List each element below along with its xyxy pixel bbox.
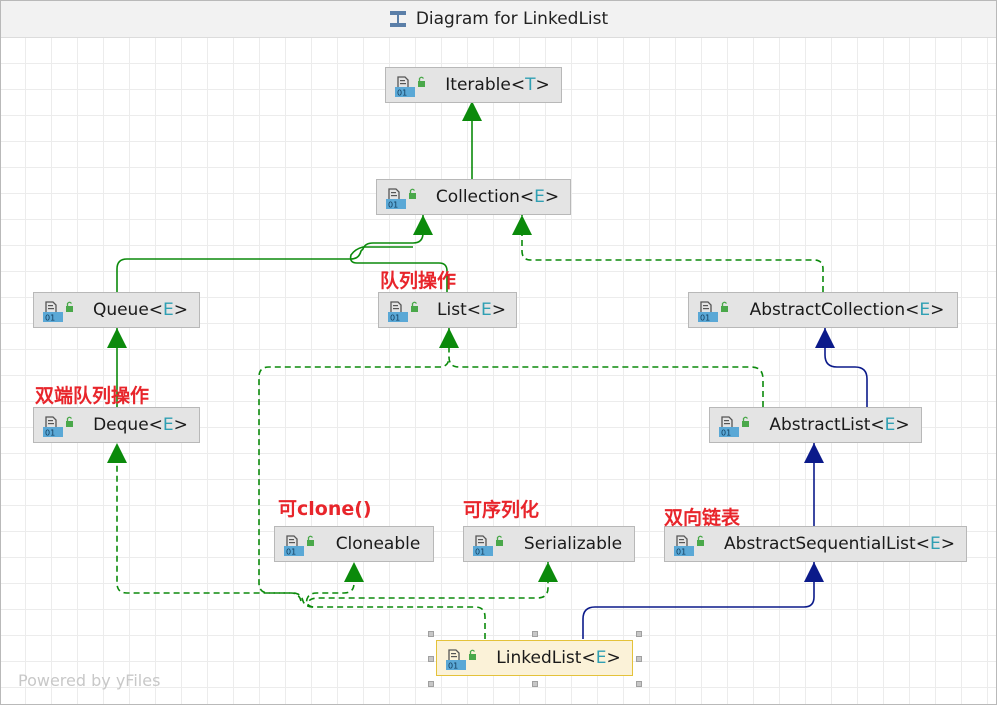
edge-linkedlist-list	[258, 356, 450, 602]
diagram-icon	[389, 10, 407, 28]
interface-icon: 01	[283, 534, 323, 557]
window-title: Diagram for LinkedList	[415, 9, 609, 29]
svg-text:01: 01	[676, 548, 686, 557]
annotation-list: 队列操作	[380, 270, 457, 292]
node-label: AbstractSequentialList<E>	[724, 534, 955, 554]
edge-linkedlist-serializable	[306, 562, 558, 608]
interface-icon: 01	[394, 75, 434, 98]
node-label: Deque<E>	[93, 415, 188, 435]
resize-handle[interactable]	[532, 631, 538, 637]
interface-icon: 01	[387, 300, 427, 323]
annotation-sequential: 双向链表	[664, 507, 741, 529]
class-icon: 01	[718, 415, 758, 438]
node-iterable[interactable]: 01 Iterable<T>	[385, 67, 562, 103]
node-linked-list[interactable]: 01 LinkedList<E>	[436, 640, 633, 676]
window-titlebar: Diagram for LinkedList	[1, 1, 996, 38]
svg-text:01: 01	[448, 662, 458, 671]
node-cloneable[interactable]: 01 Cloneable	[274, 526, 434, 562]
node-collection[interactable]: 01 Collection<E>	[376, 179, 571, 215]
interface-icon: 01	[472, 534, 512, 557]
svg-text:01: 01	[390, 314, 400, 323]
annotation-cloneable: 可clone()	[278, 498, 372, 520]
node-label: AbstractList<E>	[769, 415, 910, 435]
node-label: Queue<E>	[92, 300, 189, 320]
edge-linkedlist-sequential	[582, 562, 824, 639]
interface-icon: 01	[42, 415, 82, 438]
edge-linkedlist-cloneable	[305, 562, 364, 608]
svg-text:01: 01	[475, 548, 485, 557]
node-label: LinkedList<E>	[496, 648, 621, 668]
node-label: List<E>	[437, 300, 506, 320]
node-list[interactable]: 01 List<E>	[378, 292, 517, 328]
node-deque[interactable]: 01 Deque<E>	[33, 407, 200, 443]
class-icon: 01	[445, 648, 485, 671]
edge-list-collection	[349, 246, 448, 292]
edge-abstractlist-abstractcollection	[815, 328, 868, 407]
node-abstract-sequential-list[interactable]: 01 AbstractSequentialList<E>	[664, 526, 967, 562]
node-label: Collection<E>	[435, 187, 560, 207]
edge-queue-collection	[116, 215, 433, 292]
powered-by-label: Powered by yFiles	[18, 671, 161, 690]
edge-linkedlist-deque	[107, 443, 486, 639]
node-label: Serializable	[523, 534, 623, 554]
annotation-deque: 双端队列操作	[35, 385, 150, 407]
node-queue[interactable]: 01 Queue<E>	[33, 292, 200, 328]
svg-text:01: 01	[397, 89, 407, 98]
class-icon: 01	[673, 534, 713, 557]
resize-handle[interactable]	[428, 631, 434, 637]
node-abstract-list[interactable]: 01 AbstractList<E>	[709, 407, 922, 443]
resize-handle[interactable]	[532, 681, 538, 687]
class-icon: 01	[697, 300, 737, 323]
interface-icon: 01	[42, 300, 82, 323]
node-label: Cloneable	[335, 534, 421, 554]
node-label: AbstractCollection<E>	[749, 300, 945, 320]
resize-handle[interactable]	[428, 681, 434, 687]
svg-text:01: 01	[286, 548, 296, 557]
svg-text:01: 01	[721, 429, 731, 438]
svg-text:01: 01	[45, 429, 55, 438]
node-label: Iterable<T>	[445, 75, 550, 95]
resize-handle[interactable]	[636, 656, 642, 662]
annotation-serializable: 可序列化	[463, 499, 540, 521]
svg-text:01: 01	[700, 314, 710, 323]
node-serializable[interactable]: 01 Serializable	[463, 526, 635, 562]
interface-icon: 01	[385, 187, 425, 210]
resize-handle[interactable]	[428, 656, 434, 662]
edge-abstractlist-list	[439, 328, 764, 407]
svg-text:01: 01	[45, 314, 55, 323]
svg-text:01: 01	[388, 201, 398, 210]
resize-handle[interactable]	[636, 631, 642, 637]
resize-handle[interactable]	[636, 681, 642, 687]
edge-abstractcollection-collection	[512, 215, 824, 292]
node-abstract-collection[interactable]: 01 AbstractCollection<E>	[688, 292, 958, 328]
